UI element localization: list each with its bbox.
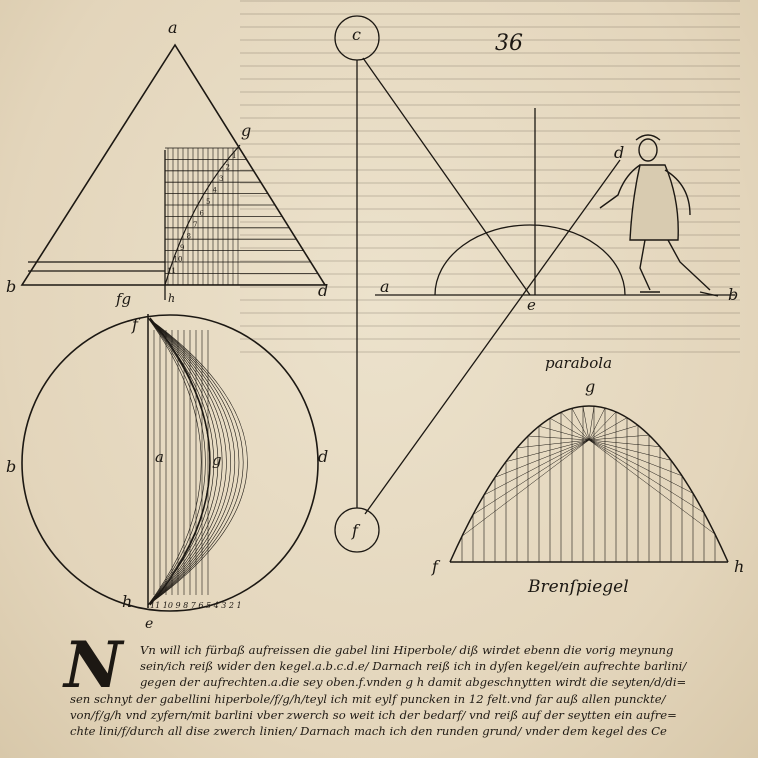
hatch-arc xyxy=(147,317,236,606)
scale-number: 6 xyxy=(200,210,205,218)
label-g: g xyxy=(585,377,595,396)
ray-line xyxy=(588,439,716,535)
label-f: f xyxy=(131,315,141,334)
ray-line xyxy=(571,408,590,441)
ray-line xyxy=(538,425,590,441)
label-a: a xyxy=(380,277,390,296)
hatch-arc xyxy=(147,317,231,606)
man-figure xyxy=(599,134,719,297)
ray-line xyxy=(588,439,683,477)
scale-number: 2 xyxy=(226,164,230,172)
page-number: 36 xyxy=(495,31,523,56)
label-a: a xyxy=(168,18,178,37)
ray-line xyxy=(483,439,590,496)
scale-number: 5 xyxy=(206,198,210,206)
body-text: Vn will ich fürbaß aufreissen die gabel … xyxy=(70,642,730,739)
label-h: h xyxy=(168,292,175,305)
ray-line xyxy=(472,439,590,515)
sight-figure: c f d a e b xyxy=(334,15,738,553)
hatch-arc xyxy=(147,317,219,606)
text-line: Vn will ich fürbaß aufreissen die gabel … xyxy=(140,643,674,657)
label-c: c xyxy=(352,25,361,44)
ray-line xyxy=(527,435,590,441)
ray-line xyxy=(588,439,672,461)
ray-line xyxy=(588,411,617,441)
text-line: sen schnyt der gabellini hiperbole/f/g/h… xyxy=(70,691,666,706)
hatch-arc xyxy=(147,317,240,606)
label-d: d xyxy=(614,143,624,162)
ground-circle-figure: f b a g d h e 11 10 9 8 7 6 5 4 3 2 1 xyxy=(6,314,328,632)
scale-number: 4 xyxy=(213,187,218,195)
ray-line xyxy=(588,434,650,441)
hatch-arc xyxy=(147,317,244,606)
label-b: b xyxy=(728,285,738,304)
ray-line xyxy=(588,439,705,513)
scale-number: 11 xyxy=(167,267,176,275)
text-line: gegen der aufrechten.a.die sey oben.f.vn… xyxy=(140,675,687,690)
decorated-initial: N xyxy=(64,628,123,703)
label-fg: fg xyxy=(115,290,131,308)
label-b: b xyxy=(6,457,16,476)
scale-number: 10 xyxy=(174,256,183,264)
ray-line xyxy=(588,417,628,441)
text-line: sein/ich reiß wider den kegel.a.b.c.d.e/… xyxy=(140,659,687,674)
label-b: b xyxy=(6,277,16,296)
ray-line xyxy=(588,425,639,441)
label-d: d xyxy=(318,447,328,466)
parabola-caption: Brenſpiegel xyxy=(527,577,629,597)
label-h: h xyxy=(122,592,132,611)
ray-line xyxy=(505,439,590,462)
ray-line xyxy=(582,406,590,441)
label-e: e xyxy=(145,616,153,632)
label-a: a xyxy=(155,448,164,466)
label-e: e xyxy=(527,296,536,314)
ray-line xyxy=(516,439,590,449)
scale-number: 7 xyxy=(193,221,197,229)
label-f: f xyxy=(351,521,361,540)
ray-line xyxy=(549,418,590,441)
hatch-arc xyxy=(147,317,248,606)
ray-line xyxy=(588,439,661,447)
ray-line xyxy=(461,439,590,537)
hatch-arc xyxy=(147,317,206,606)
parabola-title: parabola xyxy=(545,354,612,372)
label-d: d xyxy=(318,281,328,300)
scale-number: 8 xyxy=(187,233,191,241)
scale-number: 3 xyxy=(219,175,223,183)
ray-line xyxy=(494,439,590,478)
scale-numbers: 11 10 9 8 7 6 5 4 3 2 1 xyxy=(150,601,242,610)
ray-line xyxy=(560,412,590,441)
ray-line xyxy=(588,406,595,441)
label-g: g xyxy=(241,121,251,140)
ray-line xyxy=(588,407,606,441)
label-g: g xyxy=(212,451,222,469)
scale-number: 1 xyxy=(232,152,236,160)
hatch-arc xyxy=(147,317,223,606)
label-h: h xyxy=(734,557,744,576)
text-line: chte lini/f/durch all dise zwerch linien… xyxy=(70,724,667,739)
parabola-figure: parabola g f h Brenſpiegel xyxy=(431,354,744,597)
text-line: von/f/g/h vnd zyfern/mit barlini vber zw… xyxy=(70,707,677,722)
scale-number: 9 xyxy=(180,244,184,252)
ray-line xyxy=(588,439,694,494)
label-f: f xyxy=(431,557,441,576)
